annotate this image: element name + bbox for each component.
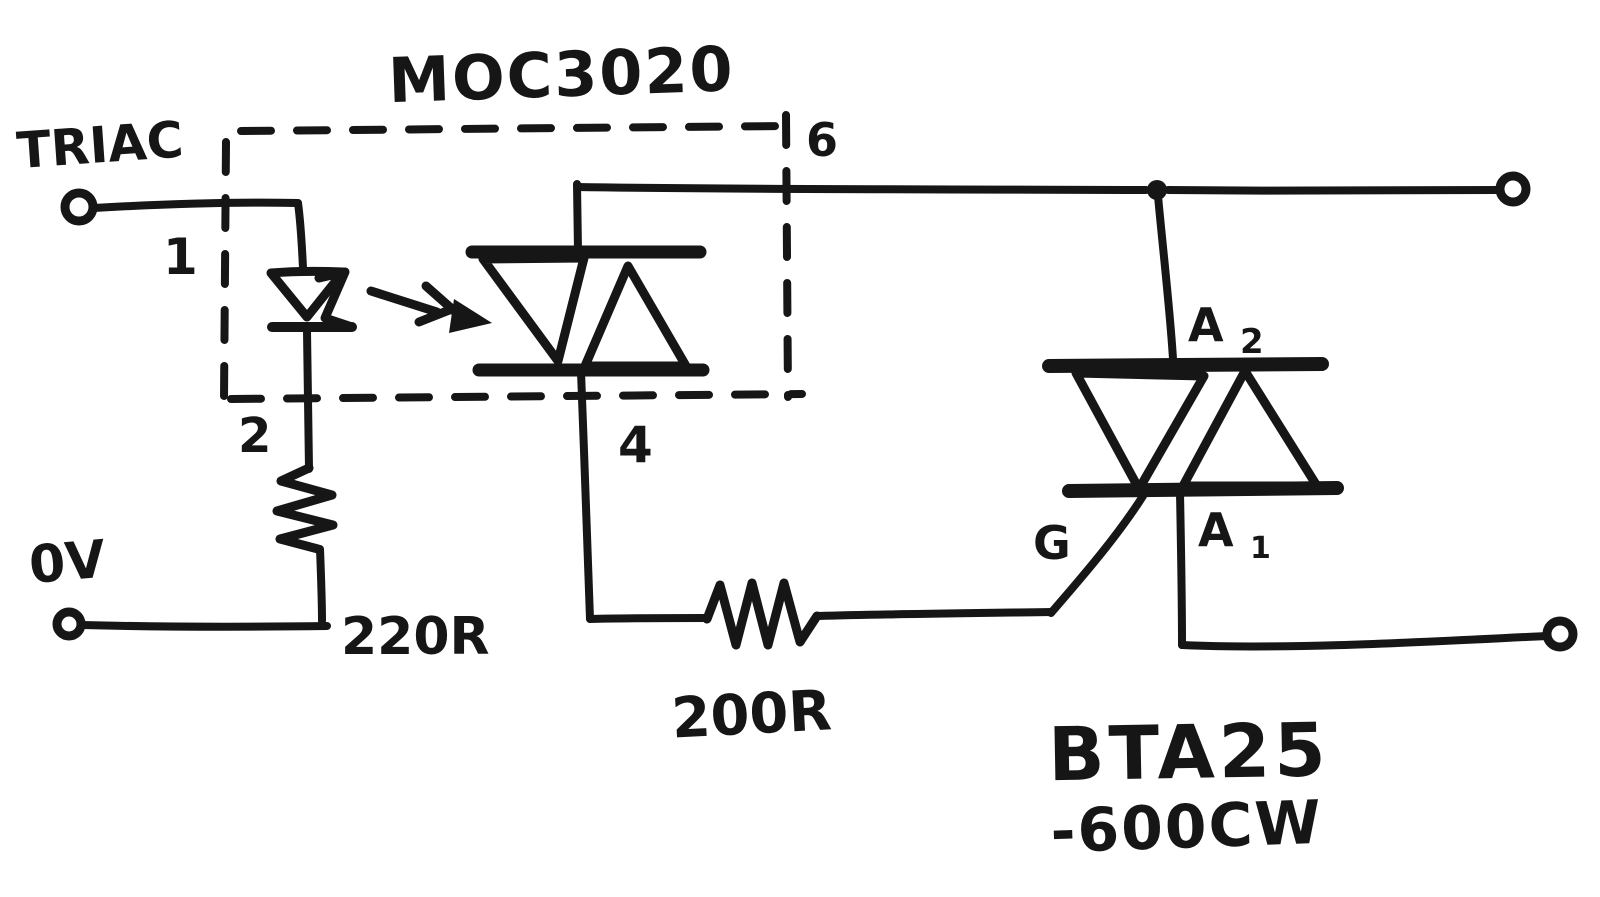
a1-subscript: 1 [1250,531,1271,566]
wire-junction-to-a2 [1154,192,1177,363]
a1-label: A [1198,503,1234,557]
wire-0v-rail [78,621,331,631]
a2-label: A [1188,298,1224,352]
package-outline-left [220,138,230,403]
pin-6-label: 6 [806,113,838,167]
pin-1-label: 1 [163,228,198,286]
terminal-top-right [1495,171,1531,207]
arrow-shaft [366,286,442,317]
wire-a1-stem [1176,489,1186,649]
package-outline-top [237,122,788,135]
0v-label: 0V [27,530,108,596]
optocoupler-title: MOC3020 [387,32,736,117]
resistor-200r-zigzag [702,578,822,650]
wire-top-main [573,183,1150,194]
wire-opto-stem-top [573,180,582,255]
light-emission-arrow-icon [314,267,492,333]
triac-rail-label: TRIAC [15,111,185,180]
wire-led-anode-drop [294,199,307,272]
triac-right-triangle [1178,366,1322,491]
arrow-tail-squiggle [314,267,357,332]
triac-top-bar [1042,357,1329,373]
opto-triac-right-triangle [580,261,691,371]
triac-left-triangle [1071,368,1209,494]
pin-2-label: 2 [238,408,271,464]
resistor-220r-label: 220R [341,607,490,667]
pin-4-label: 4 [618,416,653,474]
top-rail [573,171,1531,363]
junction-dot [1147,180,1167,200]
terminal-bottom-right [1542,616,1578,652]
wire-gate-diagonal [1047,492,1147,617]
wire-opto-stem-bottom [577,368,594,623]
resistor-220r-zigzag [272,463,338,554]
triac-bottom-bar [1062,481,1344,498]
gate-label: G [1033,516,1071,570]
resistor-200r-label: 200R [670,678,833,751]
terminal-0v [52,607,86,641]
wire-triac-to-led [90,198,302,212]
power-triac-symbol [1042,357,1578,652]
package-outline-right [782,111,792,401]
led-symbol [266,266,357,473]
wire-led-cathode-drop [303,327,313,473]
part-number-line2: -600CW [1049,788,1324,867]
opto-triac-left-triangle [478,253,589,366]
input-wiring [52,188,331,641]
wire-200r-right [814,608,1055,620]
wire-top-right [1164,186,1503,195]
wire-200r-left [586,614,710,623]
optocoupler-package-outline [220,111,806,403]
resistor-200r-symbol [586,492,1147,650]
wire-220r-to-0v [316,545,326,625]
terminal-triac-input [60,188,98,226]
arrow-head [449,299,492,333]
a2-subscript: 2 [1240,322,1264,362]
resistor-220r-symbol [272,463,338,625]
package-outline-bottom [227,390,806,403]
part-number-line1: BTA25 [1047,707,1330,798]
wire-bottom-right [1178,632,1551,651]
opto-triac-symbol [465,180,710,623]
